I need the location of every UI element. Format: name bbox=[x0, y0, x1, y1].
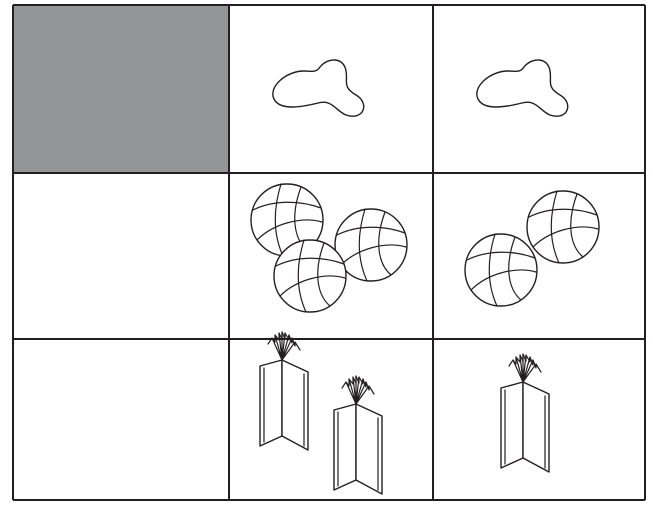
open-book-icon bbox=[334, 376, 382, 494]
gray-header-cell bbox=[13, 5, 228, 172]
open-book-icon bbox=[501, 354, 549, 472]
blob-icon bbox=[477, 60, 568, 116]
blob-icon bbox=[273, 60, 364, 116]
ball-icon bbox=[274, 240, 346, 312]
ball-icon bbox=[527, 191, 599, 263]
open-book-icon bbox=[260, 332, 308, 450]
ball-icon bbox=[465, 234, 537, 306]
